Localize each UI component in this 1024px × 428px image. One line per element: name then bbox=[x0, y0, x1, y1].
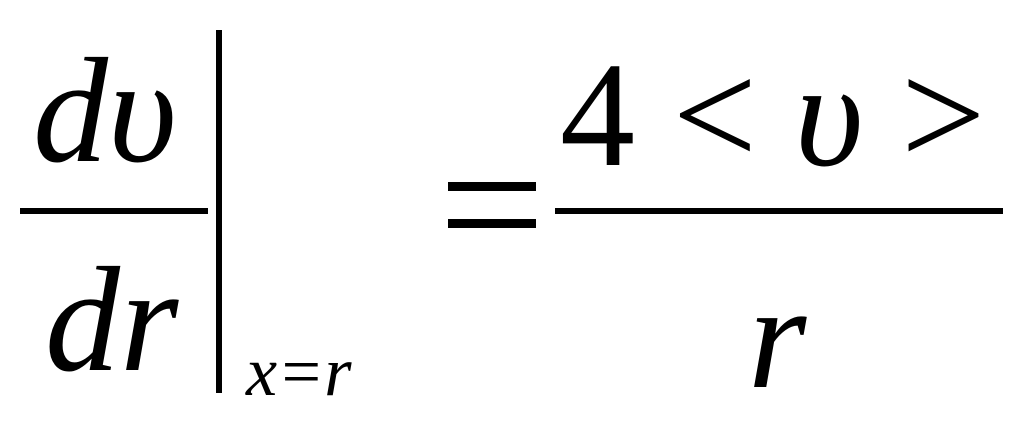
equals-sign bbox=[448, 182, 536, 228]
right-fraction-bar bbox=[555, 208, 1003, 214]
evaluation-bar bbox=[216, 30, 222, 393]
evaluation-subscript: x=r bbox=[246, 334, 352, 411]
open-angle: < bbox=[672, 32, 758, 198]
left-fraction-numerator: dυ bbox=[33, 28, 177, 194]
left-fraction-denominator: dr bbox=[45, 237, 179, 403]
coefficient: 4 bbox=[560, 32, 635, 198]
close-angle: > bbox=[900, 32, 986, 198]
left-fraction-bar bbox=[20, 208, 208, 214]
average-velocity-symbol: υ bbox=[794, 32, 864, 198]
right-fraction-numerator: 4 < υ > bbox=[560, 40, 986, 190]
right-fraction-denominator: r bbox=[748, 254, 807, 420]
